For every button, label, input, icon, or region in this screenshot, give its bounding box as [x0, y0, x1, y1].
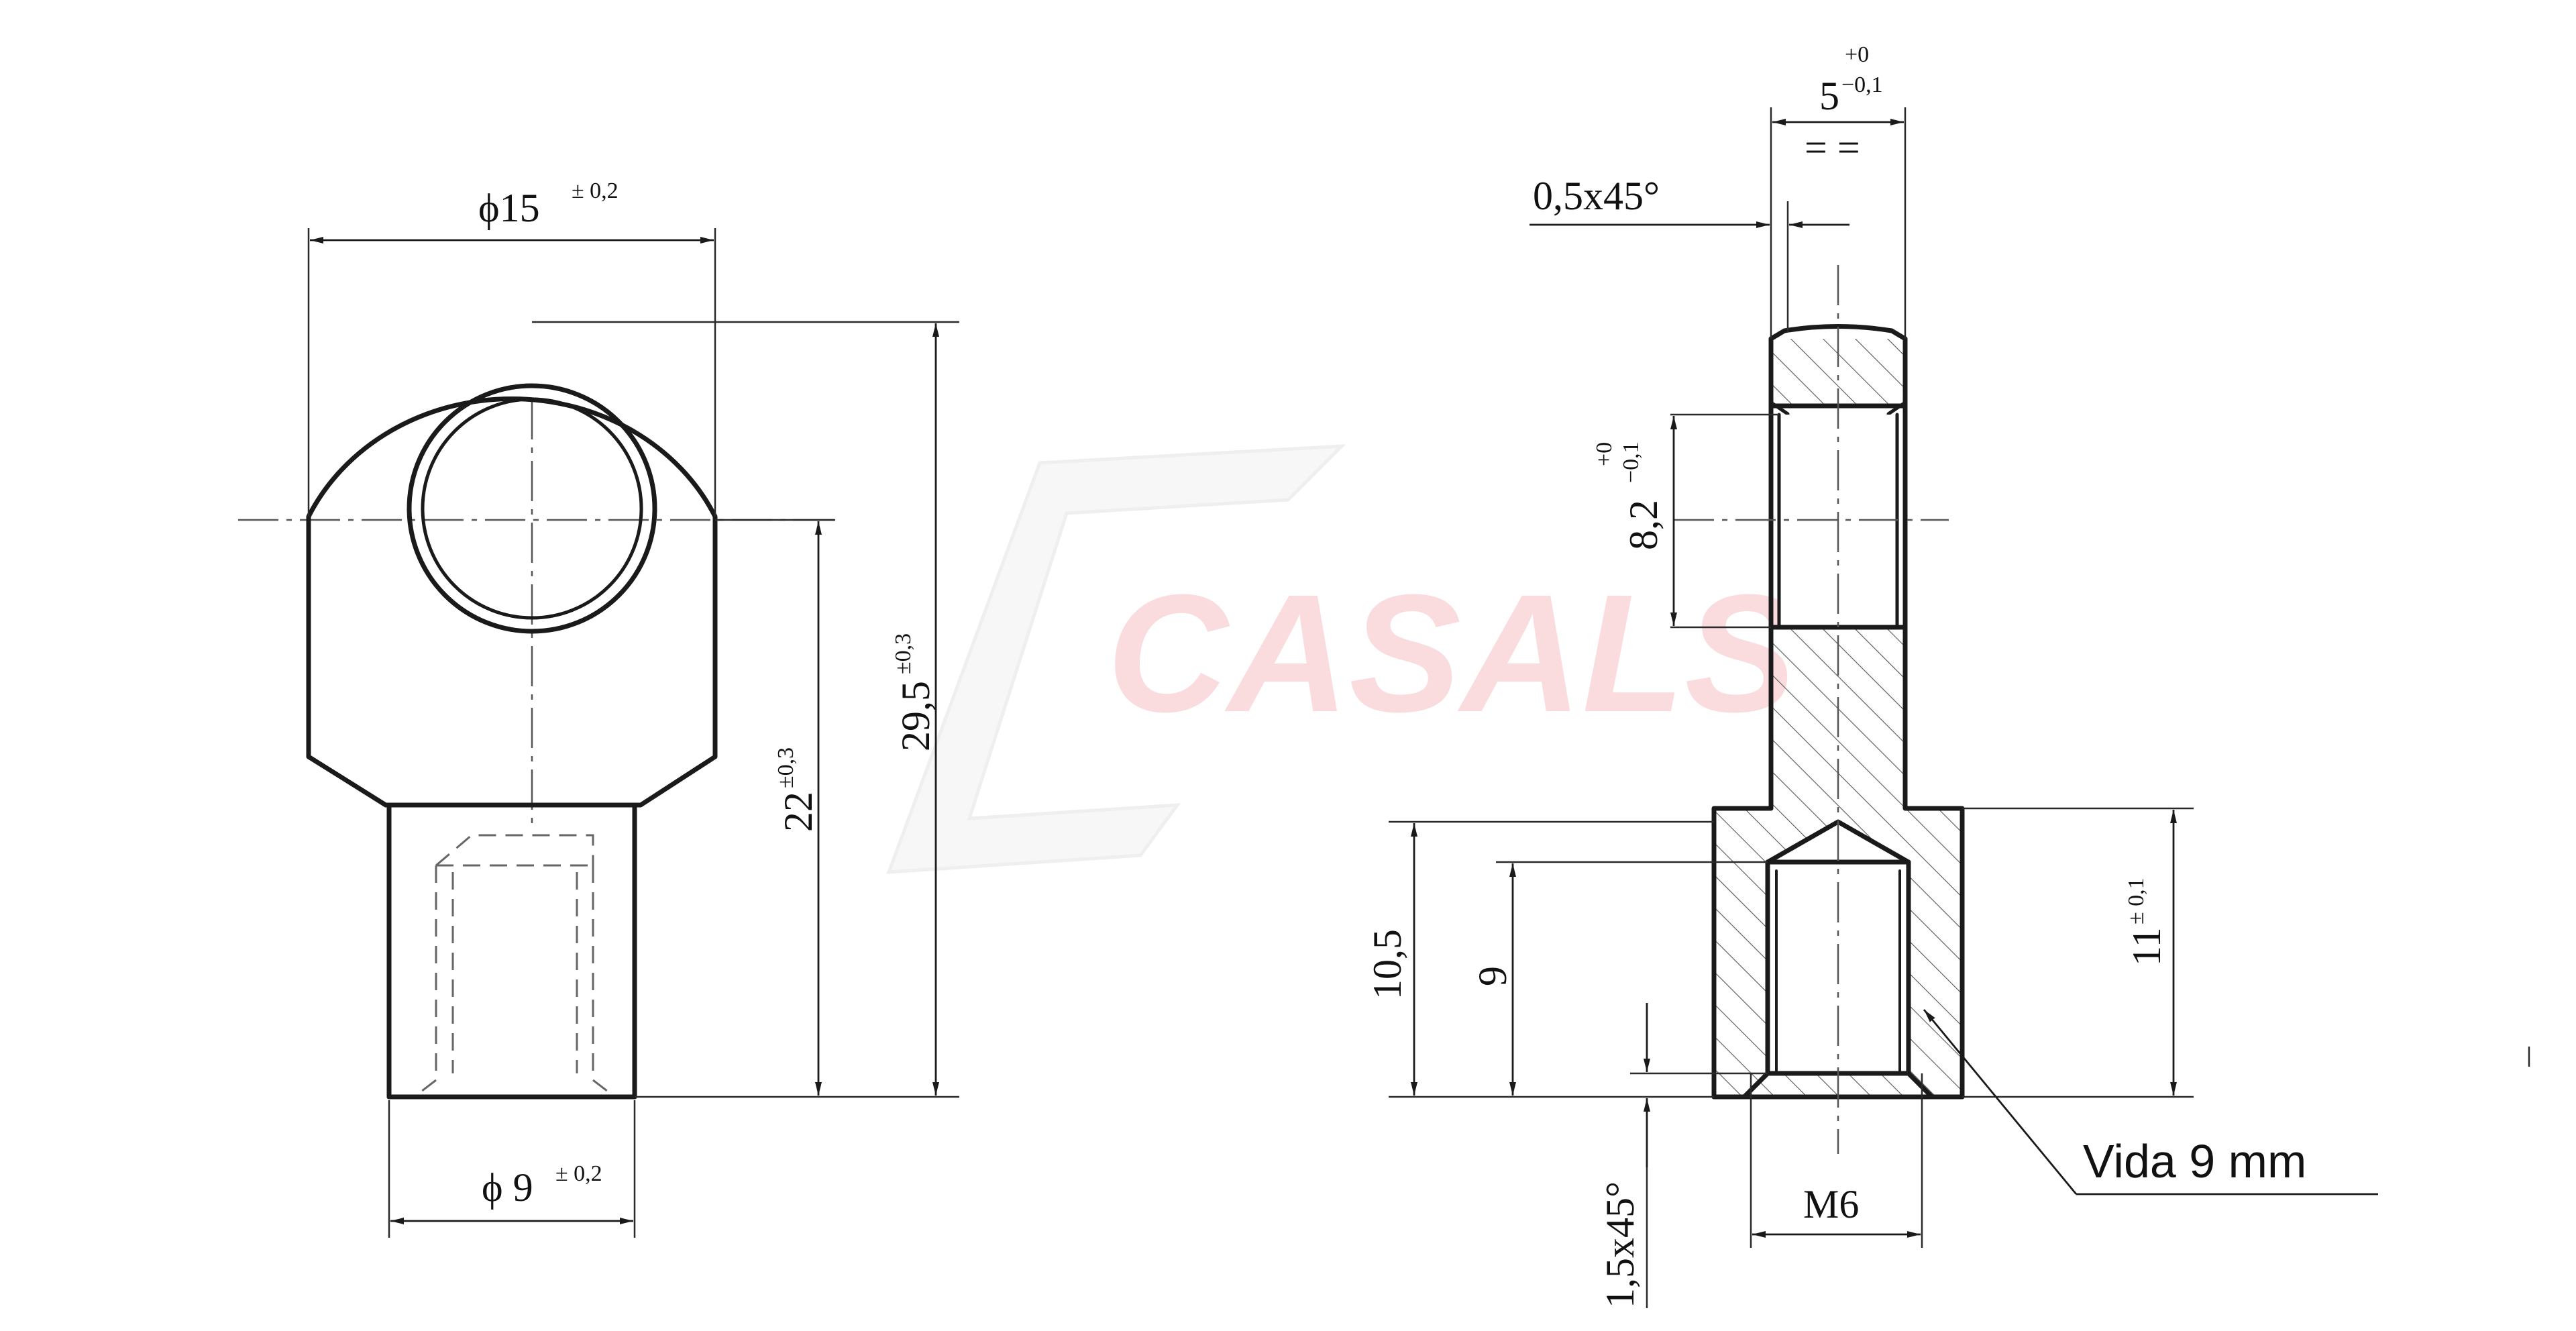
front-view: ϕ15 ± 0,2 22 ±0,3 29,5 ±0,3 ϕ 9 ± 0,2 — [238, 178, 959, 1238]
center-height-tolerance: ±0,3 — [773, 747, 798, 788]
hole-upper-tolerance: +0 — [1592, 442, 1617, 466]
hidden-thread — [415, 834, 614, 1097]
thread-note: Vida 9 mm — [2083, 1135, 2306, 1187]
body-length-value: 10,5 — [1365, 929, 1409, 1000]
bore-outer — [407, 383, 657, 634]
neck-diameter-tolerance: ± 0,2 — [555, 1161, 602, 1186]
width-lower-tolerance: −0,1 — [1841, 72, 1883, 97]
hole-lower-tolerance: −0,1 — [1619, 441, 1644, 483]
shank-length-value: 11 — [2125, 927, 2169, 966]
bore-inner — [421, 397, 643, 620]
outer-diameter-value: ϕ15 — [478, 186, 540, 230]
total-height-value: 29,5 — [894, 681, 938, 751]
center-height-value: 22 — [776, 792, 820, 832]
outer-diameter-tolerance: ± 0,2 — [572, 178, 619, 203]
thread-label: M6 — [1803, 1182, 1859, 1226]
top-chamfer-label: 0,5x45° — [1533, 174, 1660, 218]
eye-outline — [306, 396, 718, 808]
total-height-tolerance: ±0,3 — [891, 633, 916, 674]
symmetry-symbol: = = — [1805, 125, 1860, 170]
thread-depth-value: 9 — [1470, 966, 1515, 986]
neck-diameter-value: ϕ 9 — [482, 1165, 533, 1210]
width-upper-tolerance: +0 — [1845, 42, 1869, 67]
bottom-chamfer-label: 1,5x45° — [1598, 1181, 1642, 1308]
width-value: 5 — [1819, 74, 1839, 118]
watermark-brand: CASALS — [1107, 560, 1796, 747]
neck-outline — [386, 802, 637, 1100]
hole-diameter-value: 8,2 — [1621, 500, 1666, 550]
section-view: 5 +0 −0,1 = = 0,5x45° 8,2 +0 −0,1 10,5 9 — [1365, 42, 2530, 1308]
threaded-hole — [1765, 819, 1911, 1076]
shank-length-tolerance: ± 0,1 — [2124, 877, 2149, 924]
